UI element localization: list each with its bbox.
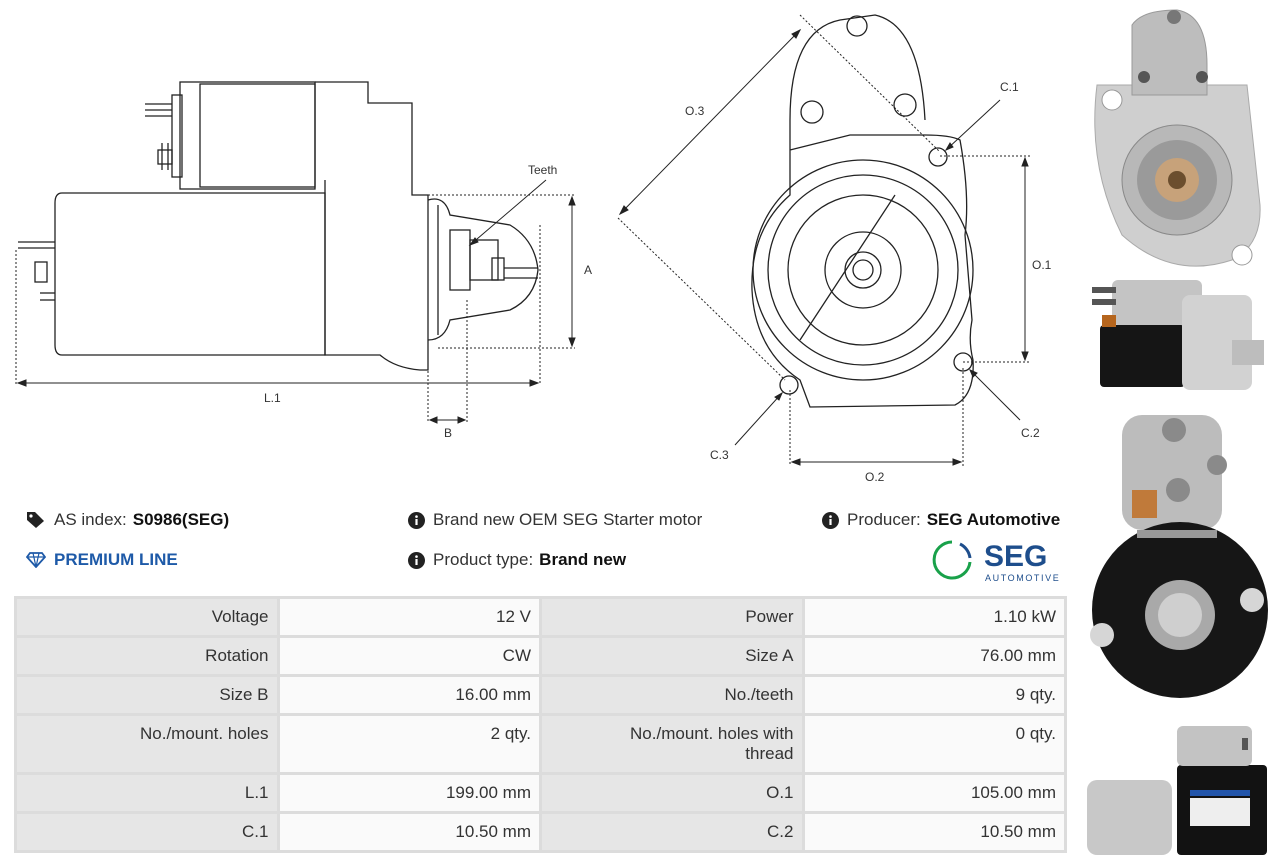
o3-label: O.3: [685, 104, 705, 118]
as-index-value: S0986(SEG): [132, 510, 230, 529]
spec-value: 12 V: [279, 599, 539, 635]
photo-rear-view[interactable]: [1082, 410, 1276, 715]
spec-key: No./mount. holes with thread: [542, 716, 802, 772]
c2-label: C.2: [1021, 426, 1040, 440]
specifications-table: Voltage 12 V Power 1.10 kW Rotation CW S…: [14, 596, 1067, 853]
product-type-label: Product type:: [433, 550, 534, 569]
product-type-row: Product type: Brand new: [408, 550, 626, 570]
c3-label: C.3: [710, 448, 729, 462]
spec-key: Voltage: [17, 599, 277, 635]
spec-key: C.2: [542, 814, 802, 850]
spec-value: 76.00 mm: [804, 638, 1064, 674]
as-index-label: AS index:: [54, 510, 127, 529]
description-row: Brand new OEM SEG Starter motor: [408, 510, 702, 530]
o2-label: O.2: [865, 470, 885, 484]
spec-key: O.1: [542, 775, 802, 811]
logo-brand: SEG: [984, 540, 1047, 573]
dim-l1-label: L.1: [264, 391, 281, 405]
producer-value: SEG Automotive: [926, 510, 1061, 529]
spec-value: CW: [279, 638, 539, 674]
spec-value: 1.10 kW: [804, 599, 1064, 635]
table-row: Size B 16.00 mm No./teeth 9 qty.: [17, 677, 1064, 713]
tag-icon: [26, 511, 46, 529]
spec-value: 10.50 mm: [804, 814, 1064, 850]
as-index-row: AS index: S0986(SEG): [26, 510, 229, 530]
description-text: Brand new OEM SEG Starter motor: [433, 510, 703, 529]
photo-top-view[interactable]: [1082, 720, 1276, 860]
dim-a-label: A: [584, 263, 592, 277]
producer-row: Producer: SEG Automotive: [822, 510, 1060, 530]
info-icon: [822, 511, 839, 529]
photo-side-view[interactable]: [1082, 275, 1276, 400]
info-icon: [408, 511, 425, 529]
table-row: No./mount. holes 2 qty. No./mount. holes…: [17, 716, 1064, 772]
spec-key: Power: [542, 599, 802, 635]
photo-front-view[interactable]: [1082, 5, 1276, 275]
spec-value: 16.00 mm: [279, 677, 539, 713]
product-type-value: Brand new: [539, 550, 627, 569]
table-row: Rotation CW Size A 76.00 mm: [17, 638, 1064, 674]
spec-key: Size B: [17, 677, 277, 713]
housing-outline: [315, 81, 429, 371]
premium-line-badge: PREMIUM LINE: [26, 550, 178, 570]
logo-sub: AUTOMOTIVE: [985, 573, 1060, 583]
drawing-svg: Teeth A L.1 B: [15, 14, 1052, 484]
table-row: L.1 199.00 mm O.1 105.00 mm: [17, 775, 1064, 811]
spec-value: 10.50 mm: [279, 814, 539, 850]
spec-value: 2 qty.: [279, 716, 539, 772]
flange-top-outline: [789, 14, 926, 121]
spec-key: Size A: [542, 638, 802, 674]
spec-key: No./mount. holes: [17, 716, 277, 772]
spec-value: 105.00 mm: [804, 775, 1064, 811]
o1-label: O.1: [1032, 258, 1052, 272]
product-photo-strip: [1082, 0, 1276, 860]
spec-key: C.1: [17, 814, 277, 850]
info-icon: [408, 551, 425, 569]
diamond-icon: [26, 552, 46, 568]
teeth-label: Teeth: [528, 163, 557, 177]
spec-value: 9 qty.: [804, 677, 1064, 713]
spec-value: 0 qty.: [804, 716, 1064, 772]
seg-automotive-logo: SEG AUTOMOTIVE: [930, 538, 1070, 584]
spec-value: 199.00 mm: [279, 775, 539, 811]
spec-key: No./teeth: [542, 677, 802, 713]
logo-arc: [932, 540, 972, 580]
dim-b-label: B: [444, 426, 452, 440]
motor-body-outline: [54, 192, 326, 356]
spec-key: Rotation: [17, 638, 277, 674]
producer-label: Producer:: [847, 510, 921, 529]
premium-line-label: PREMIUM LINE: [54, 550, 178, 569]
table-row: Voltage 12 V Power 1.10 kW: [17, 599, 1064, 635]
table-row: C.1 10.50 mm C.2 10.50 mm: [17, 814, 1064, 850]
spec-key: L.1: [17, 775, 277, 811]
technical-drawing: Teeth A L.1 B: [0, 0, 1080, 495]
flange-outline: [751, 120, 974, 408]
c1-label: C.1: [1000, 80, 1019, 94]
